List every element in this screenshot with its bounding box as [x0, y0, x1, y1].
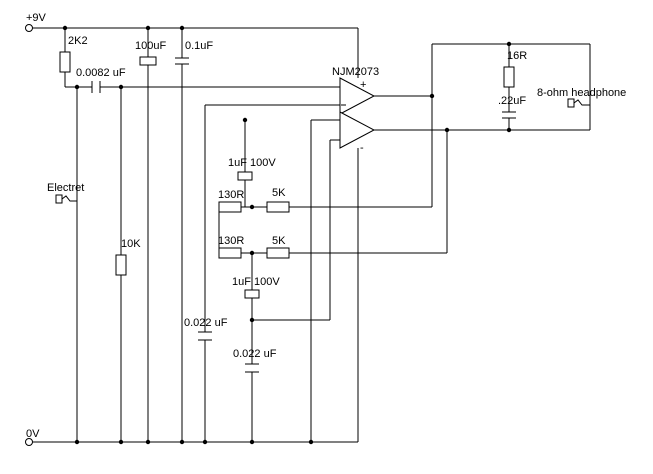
- opamp-upper-plus: +: [360, 79, 366, 91]
- capacitor-0-022uf-a: [198, 331, 212, 341]
- resistor-10k: [115, 254, 127, 276]
- c-bulk-label: 100uF: [135, 40, 166, 52]
- wires: [32, 27, 591, 443]
- gnd-terminal: [25, 438, 33, 446]
- mic-label: Electret: [47, 182, 84, 194]
- resistor-130r-a: [218, 201, 242, 213]
- headphone-label: 8-ohm headphone: [537, 87, 626, 99]
- opamp-part-label: NJM2073: [332, 66, 379, 78]
- c-bypass-label: 0.1uF: [185, 40, 213, 52]
- capacitor-1uf-a: [237, 171, 253, 181]
- resistor-2k2: [59, 51, 71, 73]
- r-5k-a-label: 5K: [272, 187, 286, 199]
- r-130-b-label: 130R: [218, 235, 244, 247]
- vplus-terminal: [25, 24, 33, 32]
- r-zobel-label: 16R: [507, 50, 527, 62]
- resistor-130r-b: [218, 247, 242, 259]
- vplus-label: +9V: [26, 12, 47, 24]
- opamp-upper: [339, 77, 376, 115]
- c-fb1-label: 1uF 100V: [228, 157, 276, 169]
- headphone-jack-icon: [567, 96, 591, 110]
- opamp-lower-minus: -: [360, 142, 364, 154]
- capacitor-0-1uf: [175, 57, 189, 65]
- c-fb2-label: 1uF 100V: [232, 276, 280, 288]
- electret-mic-icon: [55, 194, 77, 204]
- junctions: [62, 25, 512, 445]
- gnd-label: 0V: [26, 428, 40, 440]
- resistor-5k-b: [266, 247, 290, 259]
- capacitor-0-0082uf: [91, 81, 101, 93]
- r-10k-label: 10K: [121, 238, 141, 250]
- r-bias-label: 2K2: [68, 35, 88, 47]
- resistor-5k-a: [266, 201, 290, 213]
- capacitor-100uf: [139, 56, 157, 66]
- c-022-a-label: 0.022 uF: [184, 317, 228, 329]
- resistor-16r: [503, 66, 515, 88]
- capacitor-1uf-b: [244, 289, 260, 299]
- c-022-b-label: 0.022 uF: [233, 348, 277, 360]
- capacitor-0-022uf-b: [245, 363, 259, 373]
- c-zobel-label: .22uF: [498, 95, 526, 107]
- r-130-a-label: 130R: [218, 189, 244, 201]
- c-coupling-label: 0.0082 uF: [76, 67, 126, 79]
- capacitor-0-22uf: [502, 111, 516, 119]
- r-5k-b-label: 5K: [272, 235, 286, 247]
- opamp-lower: [339, 111, 376, 149]
